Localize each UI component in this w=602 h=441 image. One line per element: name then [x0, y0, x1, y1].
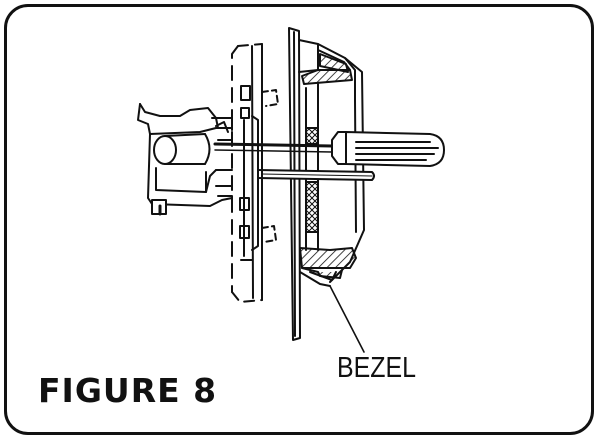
screwdriver — [213, 131, 445, 167]
mounting-panel — [231, 43, 279, 303]
figure-title: FIGURE 8 — [38, 371, 218, 410]
bezel-leader-line — [329, 285, 365, 353]
control-mechanism — [137, 103, 233, 216]
bezel — [288, 27, 365, 341]
bezel-label: BEZEL — [337, 352, 417, 384]
rod — [257, 169, 375, 181]
